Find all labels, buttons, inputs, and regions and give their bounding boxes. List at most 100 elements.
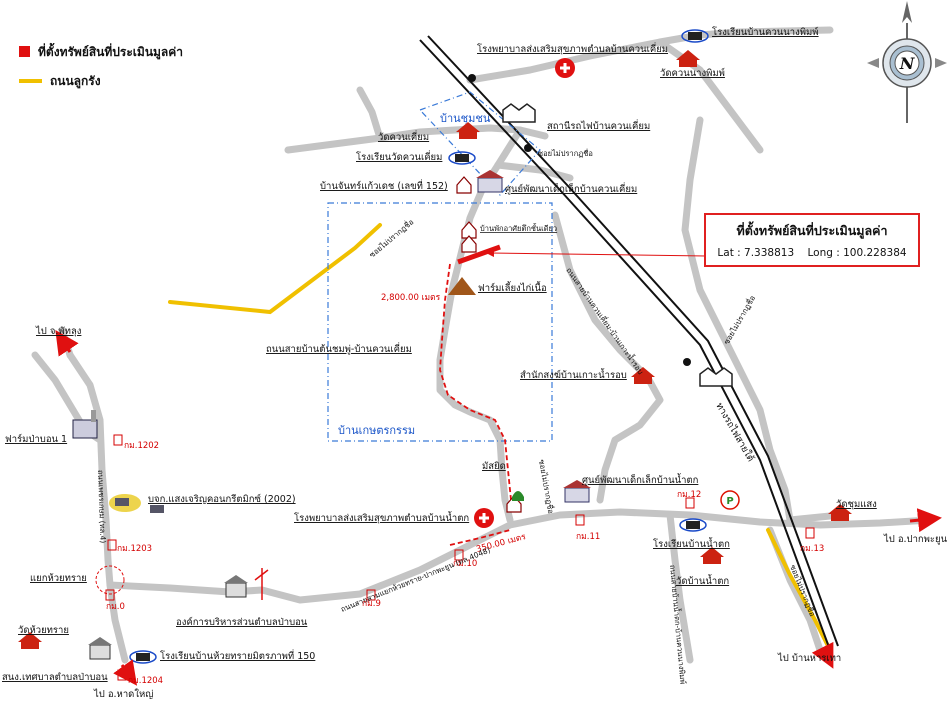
label-wat-khuan-nang-phim: วัดควนนางพิมพ์ [660, 67, 725, 79]
label-km-12: กม.12 [677, 490, 701, 500]
road-top-left-branch [356, 86, 384, 142]
km-marker-icon [685, 497, 695, 509]
legend-dirt-label: ถนนลูกรัง [50, 74, 101, 89]
railway-crossing-3 [683, 358, 691, 366]
railway-crossing-2 [524, 144, 532, 152]
temple-icon [676, 50, 700, 67]
label-ban-phak: บ้านพักอาศัยตึกชั้นเดียว [480, 223, 557, 233]
farm-building-icon [72, 410, 98, 439]
hospital-icon [555, 58, 575, 78]
label-soi-1: ซอยไม่ปรากฏชื่อ [538, 148, 593, 158]
label-wat-nam-tok: วัดบ้านน้ำตก [676, 574, 729, 587]
label-aor-bor-tor: องค์การบริหารส่วนตำบลป่าบอน [176, 616, 308, 628]
label-soi-4: ซอยไม่ปรากฏชื่อ [537, 459, 556, 515]
label-office-koh-nam-rob: สำนักสงฆ์บ้านเกาะน้ำรอบ [520, 368, 627, 381]
label-school-nam-tok: โรงเรียนบ้านน้ำตก [653, 537, 730, 550]
temple-icon [631, 367, 655, 384]
label-child-center-nam-tok: ศูนย์พัฒนาเด็กเล็กบ้านน้ำตก [582, 473, 699, 486]
km-marker-icon [575, 514, 585, 526]
site-info-title: ที่ตั้งทรัพย์สินที่ประเมินมูลค่า [736, 223, 888, 238]
office-icon [224, 575, 248, 598]
label-km-1202: กม.1202 [124, 441, 159, 451]
junction-circle [95, 565, 125, 595]
road-right-vertical [681, 116, 794, 524]
km-marker-icon [105, 589, 115, 601]
zone-kaset-label: บ้านเกษตรกรรม [338, 424, 415, 437]
zone-kaset [327, 202, 553, 442]
label-to-pak-phayun: ไป อ.ปากพะยูน [883, 533, 948, 545]
station-icon [502, 103, 536, 123]
label-wat-khuan-khiam: วัดควนเคี่ยม [378, 130, 429, 143]
site-info-coords: Lat : 7.338813 Long : 100.228384 [706, 247, 918, 259]
label-farm-pabon: ฟาร์มป่าบอน 1 [5, 433, 67, 445]
label-masjid: มัสยิด [482, 461, 506, 472]
compass-icon: N [867, 1, 947, 123]
road-marker-icon [254, 568, 269, 600]
label-ban-chan-kaew: บ้านจันทร์แก้วเดช (เลขที่ 152) [320, 179, 448, 192]
site-pointer [486, 249, 707, 258]
legend-dirt-swatch [19, 79, 42, 83]
arrow-to-phatthalung [55, 330, 79, 357]
site-info-lat: Lat : 7.338813 [717, 247, 795, 259]
school-icon [679, 518, 707, 532]
label-km-1204: กม.1204 [128, 676, 163, 686]
km-marker-icon [454, 549, 464, 561]
legend-site-swatch [19, 46, 30, 57]
label-soi-3: ซอยไม่ปรากฏชื่อ [721, 293, 757, 346]
label-station-khuan-khiam: สถานีรถไฟบ้านควนเคี่ยม [547, 119, 650, 132]
label-rp-khuan-khiam: โรงพยาบาลส่งเสริมสุขภาพตำบลบ้านควนเคี่ยม [477, 42, 668, 55]
railway-crossing-1 [468, 74, 476, 82]
school-icon [129, 650, 157, 664]
road-nam-tok-south [666, 511, 694, 664]
km-marker-icon [113, 434, 123, 446]
road-central [436, 126, 524, 524]
km-marker-icon [805, 527, 815, 539]
label-company: บจก.แสงเจริญคอนกรีตมิกซ์ (2002) [148, 493, 296, 505]
arrow-to-harn-thao [811, 641, 834, 669]
house-icon [461, 235, 477, 253]
station-icon [699, 367, 733, 387]
label-wat-chum-saeng: วัดชุมแสง [836, 499, 877, 510]
label-km-1203: กม.1203 [117, 544, 152, 554]
label-soi-2: ซอยไม่ปรากฏชื่อ [367, 217, 415, 260]
building-icon [476, 170, 504, 193]
railway [419, 35, 839, 651]
label-distance-2800: 2,800.00 เมตร [381, 293, 441, 303]
house-icon [456, 176, 472, 194]
zone-chumchon [418, 91, 541, 196]
label-km-0: กม.0 [106, 602, 125, 612]
label-to-harn-thao: ไป บ้านหารเทา [777, 652, 841, 664]
label-child-center-khuan-khiam: ศูนย์พัฒนาเด็กเล็กบ้านควนเคี่ยม [505, 182, 637, 195]
label-municipal-office: สนง.เทศบาลตำบลป่าบอน [2, 672, 108, 683]
arrow-to-hat-yai [113, 659, 138, 686]
legend-site-label: ที่ตั้งทรัพย์สินที่ประเมินมูลค่า [38, 42, 183, 60]
label-to-phatthalung: ไป จ.พัทลุง [35, 325, 81, 337]
label-yaeng-huai-sai: แยกห้วยทราย [30, 573, 87, 584]
building-icon [563, 480, 591, 503]
dirt-road-west [168, 223, 382, 315]
label-road-vertical: ถนนสายบ้านควนเคี่ยม-บ้านเกาะน้ำรอบ [564, 265, 646, 376]
route [439, 263, 513, 546]
label-road-khuan-khiam: ถนนสายบ้านต้นชมพู่-บ้านควนเคี่ยม [266, 342, 412, 355]
road-east-nr [551, 211, 664, 504]
label-school-huai-sai: โรงเรียนบ้านห้วยทรายมิตรภาพที่ 150 [160, 649, 315, 662]
site-info-box: ที่ตั้งทรัพย์สินที่ประเมินมูลค่า Lat : 7… [704, 213, 920, 267]
label-km-9: กม.9 [362, 599, 381, 609]
site-info-long: Long : 100.228384 [807, 247, 907, 259]
road-north-branch [656, 38, 764, 154]
label-km-10: กม.10 [453, 559, 477, 569]
label-km-11: กม.11 [576, 532, 600, 542]
dirt-road-southeast [766, 528, 832, 652]
km-marker-icon [366, 589, 376, 601]
zone-chumchon-label: บ้านชุมชน [440, 112, 491, 125]
hospital-icon [474, 508, 494, 528]
label-km-13: กม.13 [800, 544, 824, 554]
svg-text:P: P [726, 496, 733, 507]
road-left-vertical [66, 351, 129, 664]
label-railway: ทางรถไฟสายใต้ [713, 401, 756, 464]
compass-letter: N [899, 54, 916, 73]
arrow-to-pak-phayun [909, 508, 942, 533]
school-icon [681, 29, 709, 43]
temple-icon [828, 504, 852, 521]
